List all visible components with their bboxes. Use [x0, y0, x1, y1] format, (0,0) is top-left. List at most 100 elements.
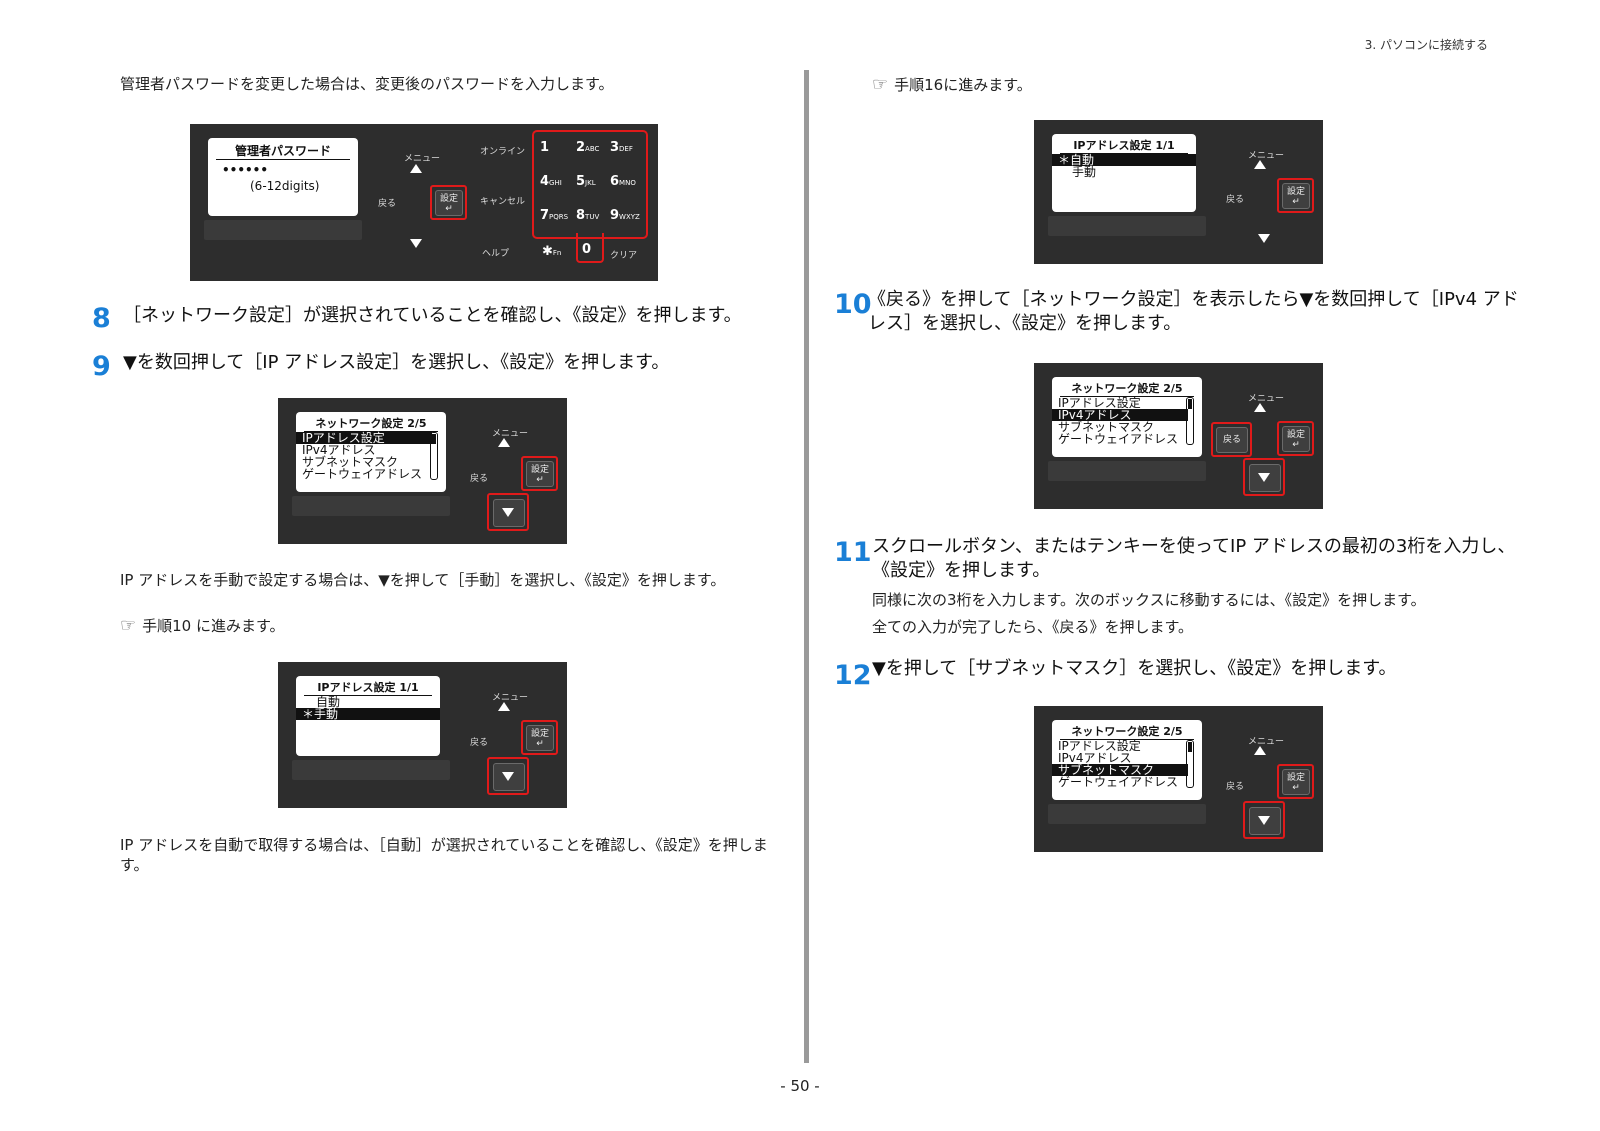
step-12-text: ▼を押して［サブネットマスク］を選択し、《設定》を押します。 [872, 658, 1397, 679]
menu-label: メニュー [1248, 737, 1285, 747]
step-11-note1: 同様に次の3桁を入力します。次のボックスに移動するには、《設定》を押します。 [872, 591, 1426, 609]
lcd-item-selected: ＊自動 [1052, 154, 1196, 166]
back-button[interactable]: 戻る [1216, 427, 1248, 453]
lcd-item: 自動 [316, 695, 341, 709]
help-label: ヘルプ [482, 249, 510, 259]
lcd-item: IPアドレス設定 [1058, 739, 1141, 753]
online-label: オンライン [480, 147, 526, 157]
highlight-set [1277, 421, 1314, 456]
key-8[interactable]: 8TUV [576, 208, 600, 223]
lcd-item: サブネットマスク [302, 455, 399, 469]
key-2[interactable]: 2ABC [576, 140, 600, 155]
highlight-down [487, 757, 529, 795]
back-label: 戻る [1226, 195, 1245, 205]
lcd-item: ゲートウェイアドレス [302, 467, 423, 481]
lcd-item: IPアドレス設定 [296, 432, 432, 444]
key-3[interactable]: 3DEF [610, 140, 633, 155]
lcd-screen: ネットワーク設定 2/5 IPアドレス設定 IPv4アドレス サブネットマスク … [296, 412, 446, 492]
down-arrow-icon[interactable] [502, 508, 514, 517]
step-8-number: 8 [92, 303, 111, 334]
password-mask: •••••• [222, 163, 269, 177]
up-arrow-icon[interactable] [1254, 746, 1266, 755]
step-11-note2: 全ての入力が完了したら、《戻る》を押します。 [872, 618, 1194, 636]
set-button[interactable]: 設定↵ [526, 725, 554, 751]
back-label: 戻る [1226, 782, 1245, 792]
key-star-fn[interactable]: ✱Fn [542, 244, 562, 259]
highlight-set [521, 456, 558, 491]
password-intro: 管理者パスワードを変更した場合は、変更後のパスワードを入力します。 [120, 75, 614, 93]
back-label: 戻る [378, 199, 397, 209]
key-4[interactable]: 4GHI [540, 174, 562, 189]
highlight-set [521, 720, 558, 755]
menu-label: メニュー [1248, 151, 1285, 161]
lcd-screen: 管理者パスワード •••••• (6-12digits) [208, 138, 358, 216]
key-9[interactable]: 9WXYZ [610, 208, 640, 223]
highlight-down [487, 493, 529, 531]
up-arrow-icon[interactable] [410, 164, 422, 173]
lcd-item: IPv4アドレス [1052, 409, 1188, 421]
step-9-text: ▼を数回押して［IP アドレス設定］を選択し、《設定》を押します。 [123, 352, 670, 373]
menu-label: メニュー [492, 429, 529, 439]
set-button[interactable]: 設定↵ [1282, 769, 1310, 795]
down-arrow-icon[interactable] [1258, 234, 1270, 243]
lcd-item: IPv4アドレス [302, 443, 376, 457]
key-5[interactable]: 5JKL [576, 174, 596, 189]
set-button[interactable]: 設定↵ [435, 190, 463, 216]
lcd-item: IPv4アドレス [1058, 751, 1132, 765]
back-label: 戻る [470, 738, 489, 748]
lcd-item: サブネットマスク [1052, 764, 1188, 776]
back-label: 戻る [470, 474, 489, 484]
down-arrow-icon[interactable] [502, 772, 514, 781]
menu-label: メニュー [492, 693, 529, 703]
highlight-set [430, 185, 467, 220]
highlight-down [1243, 801, 1285, 839]
up-arrow-icon[interactable] [1254, 403, 1266, 412]
lcd-item: 手動 [1072, 165, 1097, 179]
lcd-item-selected: ＊手動 [296, 708, 440, 720]
cancel-label: キャンセル [480, 197, 526, 207]
step-9-number: 9 [92, 351, 111, 382]
highlight-keypad [532, 130, 648, 239]
lcd-screen: IPアドレス設定 1/1 ＊自動 手動 [1052, 134, 1196, 212]
lcd-item: サブネットマスク [1058, 420, 1155, 434]
lcd-item: ゲートウェイアドレス [1058, 432, 1179, 446]
highlight-set [1277, 764, 1314, 799]
auto-note: IP アドレスを自動で取得する場合は、［自動］が選択されていることを確認し、《設… [120, 836, 768, 874]
pointing-hand-icon: ☞ [120, 615, 136, 636]
lcd-item: ゲートウェイアドレス [1058, 775, 1179, 789]
figure-ipmode-panel-right: IPアドレス設定 1/1 ＊自動 手動 メニュー 戻る 設定↵ [1034, 120, 1323, 264]
ref-step10: ☞手順10 に進みます。 [120, 615, 285, 636]
column-divider [804, 70, 809, 1063]
key-6[interactable]: 6MNO [610, 174, 636, 189]
lcd-title: IPアドレス設定 1/1 [1060, 137, 1188, 154]
lcd-title: ネットワーク設定 2/5 [304, 415, 438, 432]
down-arrow-icon[interactable] [410, 239, 422, 248]
down-arrow-icon[interactable] [1258, 473, 1270, 482]
manual-note: IP アドレスを手動で設定する場合は、▼を押して［手動］を選択し、《設定》を押し… [120, 571, 726, 589]
lcd-title: ネットワーク設定 2/5 [1060, 380, 1194, 397]
key-1[interactable]: 1 [540, 140, 550, 155]
figure-password-panel: 管理者パスワード •••••• (6-12digits) メニュー 戻る 設定↵… [190, 124, 658, 281]
lcd-screen: IPアドレス設定 1/1 自動 ＊手動 [296, 676, 440, 756]
lcd-screen: ネットワーク設定 2/5 IPアドレス設定 IPv4アドレス サブネットマスク … [1052, 377, 1202, 457]
up-arrow-icon[interactable] [498, 438, 510, 447]
clear-label: クリア [610, 251, 638, 261]
scrollbar [1186, 740, 1194, 788]
key-7[interactable]: 7PQRS [540, 208, 569, 223]
set-button[interactable]: 設定↵ [1282, 183, 1310, 209]
menu-label: メニュー [1248, 394, 1285, 404]
lcd-title: ネットワーク設定 2/5 [1060, 723, 1194, 740]
page-number: - 50 - [780, 1077, 820, 1095]
up-arrow-icon[interactable] [498, 702, 510, 711]
step-12-number: 12 [834, 660, 872, 691]
up-arrow-icon[interactable] [1254, 160, 1266, 169]
figure-ipmode-panel-left: IPアドレス設定 1/1 自動 ＊手動 メニュー 戻る 設定↵ [278, 662, 567, 808]
figure-network-panel-right-ipv4: ネットワーク設定 2/5 IPアドレス設定 IPv4アドレス サブネットマスク … [1034, 363, 1323, 509]
set-button[interactable]: 設定↵ [526, 461, 554, 487]
lcd-item: IPアドレス設定 [1058, 396, 1141, 410]
step-10-number: 10 [834, 289, 872, 320]
set-button[interactable]: 設定↵ [1282, 426, 1310, 452]
down-arrow-icon[interactable] [1258, 816, 1270, 825]
key-0[interactable]: 0 [582, 242, 592, 257]
step-11-text: スクロールボタン、またはテンキーを使ってIP アドレスの最初の3桁を入力し、《設… [872, 536, 1516, 581]
